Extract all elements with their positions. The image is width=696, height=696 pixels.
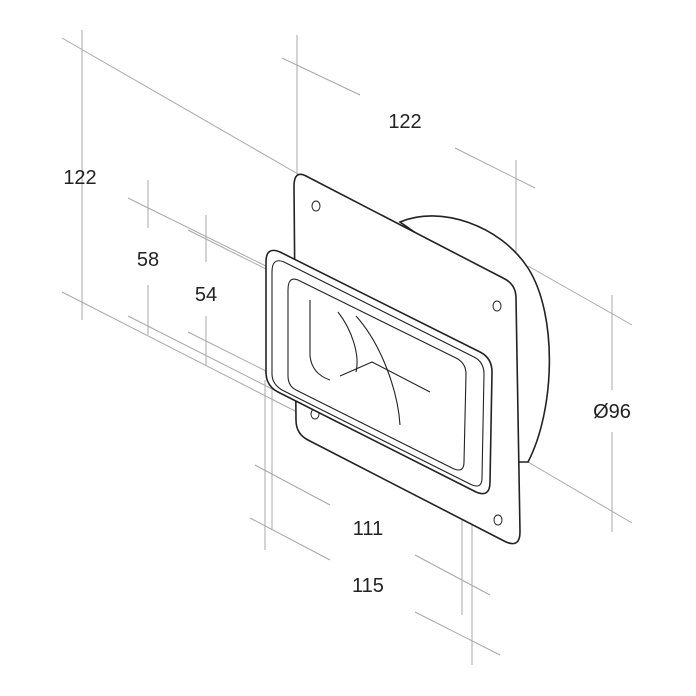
- extension-line-inner-top: [187, 229, 273, 273]
- dimension-line-111-left: [254, 464, 331, 506]
- label-width-top: 122: [388, 111, 421, 133]
- extension-line-plate-top-left: [61, 37, 306, 179]
- duct-opening: [287, 278, 467, 471]
- interior-curve-round: [355, 315, 401, 426]
- extension-line-circle-top: [527, 265, 633, 326]
- label-inner-width: 111: [353, 518, 383, 540]
- extension-line-inner-bottom: [187, 331, 269, 373]
- label-outer-width: 115: [352, 575, 384, 597]
- label-diameter: Ø96: [593, 401, 631, 423]
- dimension-line-111-right: [414, 554, 491, 596]
- interior-edge-left: [309, 300, 331, 381]
- extension-line-flange-top: [127, 197, 279, 273]
- interior-transition-floor: [339, 361, 431, 393]
- interior-curve-inner: [337, 311, 358, 373]
- dimension-labels: 122 122 58 54 111 115 Ø96: [63, 111, 631, 597]
- screw-hole-top-right: [492, 300, 502, 312]
- label-height-left: 122: [63, 167, 96, 189]
- dimension-line-122-top-left: [281, 57, 361, 96]
- extension-line-flange-bottom: [127, 315, 279, 393]
- label-inner-height: 54: [195, 284, 217, 306]
- extension-line-circle-bottom: [527, 461, 633, 524]
- dimension-line-122-top-right: [454, 147, 536, 189]
- rectangular-flange-lip: [271, 260, 485, 487]
- rectangular-flange-outer: [265, 249, 493, 495]
- label-outer-height: 58: [137, 249, 159, 271]
- screw-hole-bottom-right: [493, 514, 503, 526]
- dimension-lines: [61, 30, 633, 665]
- duct-adapter-part: [265, 173, 551, 545]
- dimension-line-115-left: [249, 517, 331, 561]
- extension-line-plate-bottom-left: [61, 291, 298, 413]
- dimension-line-115-right: [414, 611, 501, 656]
- screw-hole-top-left: [311, 200, 321, 212]
